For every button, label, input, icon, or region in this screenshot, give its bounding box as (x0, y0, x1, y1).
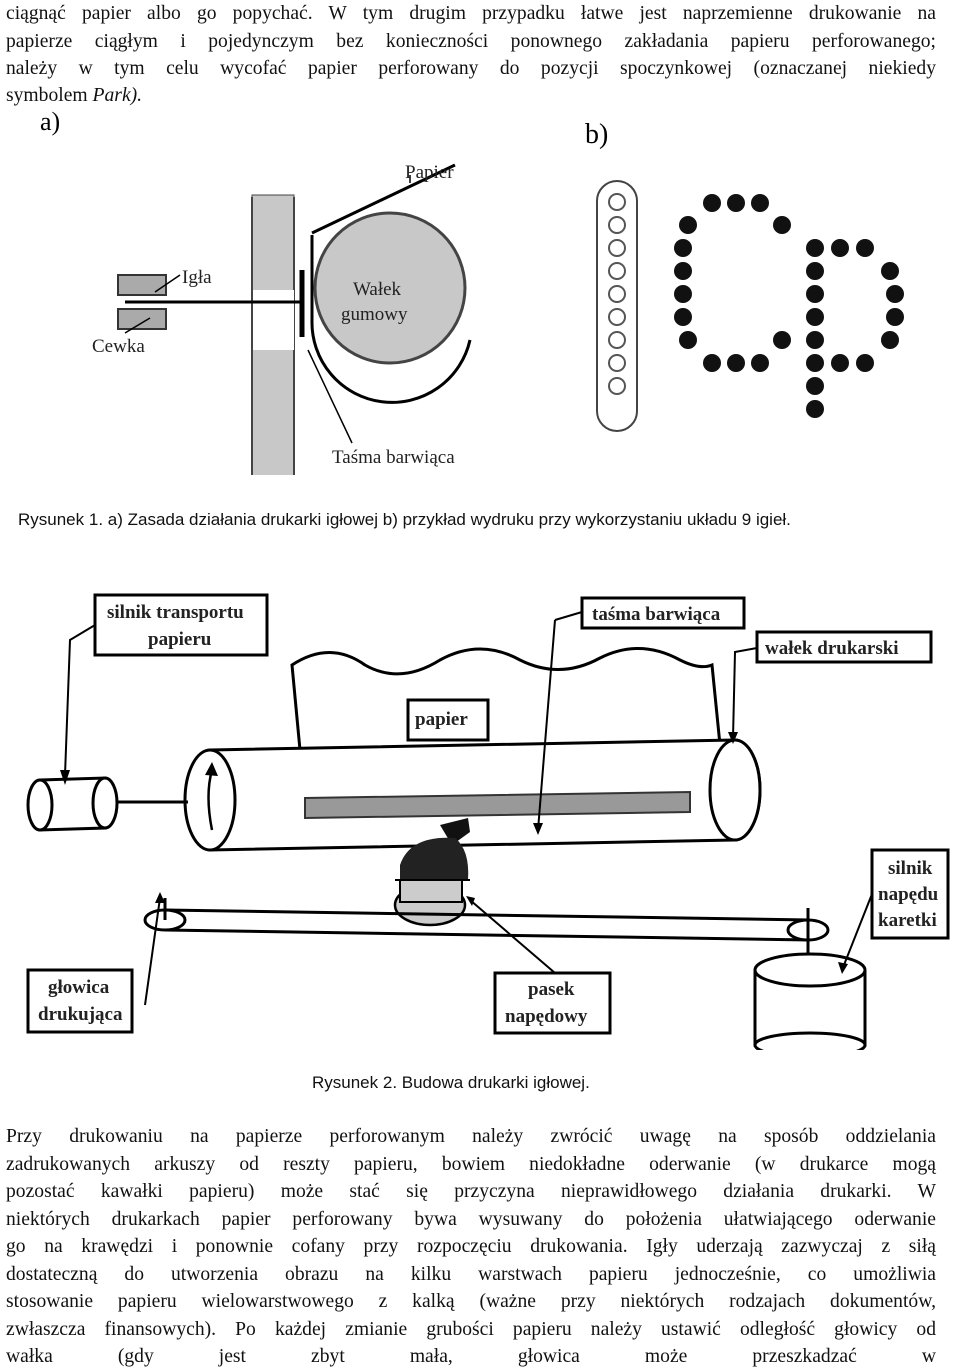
text-line: stosowanie papieru wielowarstwowego z ka… (6, 1291, 936, 1312)
label-roller-1: Wałek (353, 279, 402, 300)
label-box (93, 593, 269, 657)
label-paper: papier (415, 709, 468, 730)
text-line: ciągnąć papier albo go popychać. W tym d… (6, 3, 936, 24)
figure1-caption: Rysunek 1. a) Zasada działania drukarki … (18, 510, 791, 529)
label-box (26, 968, 134, 1034)
label-coil: Cewka (92, 336, 145, 357)
label-belt-1: pasek (528, 979, 575, 1000)
paper-sheet (290, 647, 722, 752)
pin-column (596, 180, 638, 432)
text-line: należy w tym celu wycofać papier perforo… (6, 58, 936, 79)
label-platen: wałek drukarski (765, 638, 899, 659)
label-box (493, 971, 612, 1035)
label-carriage-motor-1: silnik (888, 858, 933, 879)
label-box (870, 848, 950, 940)
print-head-housing (251, 194, 295, 475)
text-line: wałka (gdy jest zbyt mała, głowica może … (6, 1346, 936, 1367)
rotation-arrowhead (205, 762, 218, 776)
text-fragment: symbolem (6, 85, 93, 106)
text-line: pozostać kawałki papieru) może stać się … (6, 1181, 936, 1202)
text-line: dostateczną do utworzenia obrazu na kilk… (6, 1264, 936, 1285)
text-line: papierze ciągłym i pojedynczym bez konie… (6, 31, 936, 52)
label-needle: Igła (182, 267, 212, 288)
panel-b-label: b) (585, 119, 608, 150)
carriage-motor (753, 952, 867, 1050)
label-paper: Papier (405, 162, 454, 183)
dot-matrix-cp (674, 194, 904, 418)
paper-path-top (311, 163, 456, 235)
label-roller-2: gumowy (341, 304, 408, 325)
drive-belt (143, 898, 830, 960)
ribbon-band (304, 790, 691, 820)
text-line: Przy drukowaniu na papierze perforowanym… (6, 1126, 936, 1147)
label-box (755, 630, 933, 664)
pointer-line (307, 349, 353, 444)
panel-a-label: a) (40, 107, 60, 136)
rubber-roller (313, 211, 467, 365)
label-paper-motor-2: papieru (148, 629, 212, 650)
figure2-diagram: silnik transportu papieru taśma barwiąca… (26, 593, 950, 1050)
label-carriage-motor-2: napędu (878, 884, 939, 905)
figure2-caption: Rysunek 2. Budowa drukarki igłowej. (312, 1073, 590, 1092)
label-box (406, 698, 490, 742)
pointer-line (124, 317, 151, 334)
label-box (580, 596, 746, 630)
label-ribbon: taśma barwiąca (592, 604, 721, 625)
leader-lines (64, 611, 873, 1006)
text-line: go na krawędzi i ponownie cofany przy ro… (6, 1236, 936, 1257)
text-line: niektórych drukarkach papier perforowany… (6, 1209, 936, 1230)
paper-path (310, 235, 472, 404)
label-print-head-1: głowica (48, 977, 110, 998)
label-carriage-motor-3: karetki (878, 910, 937, 931)
figure1-diagram: a) b) Papier Igła Cewka Wałek gumowy Taś… (40, 107, 904, 475)
label-belt-2: napędowy (505, 1006, 588, 1027)
label-print-head-2: drukująca (38, 1004, 123, 1025)
label-ribbon: Taśma barwiąca (332, 447, 455, 468)
paper-motor (26, 776, 119, 832)
text-line: zwłaszcza finansowych). Po każdej zmiani… (6, 1319, 936, 1340)
text-fragment-italic: Park). (92, 85, 143, 106)
pointer-line (154, 274, 181, 293)
leader-arrowheads (60, 732, 848, 974)
text-line: zadrukowanych arkuszy od reszty papieru,… (6, 1154, 936, 1175)
label-paper-motor-1: silnik transportu (107, 602, 244, 623)
text-line-last: symbolem Park). (6, 82, 936, 109)
